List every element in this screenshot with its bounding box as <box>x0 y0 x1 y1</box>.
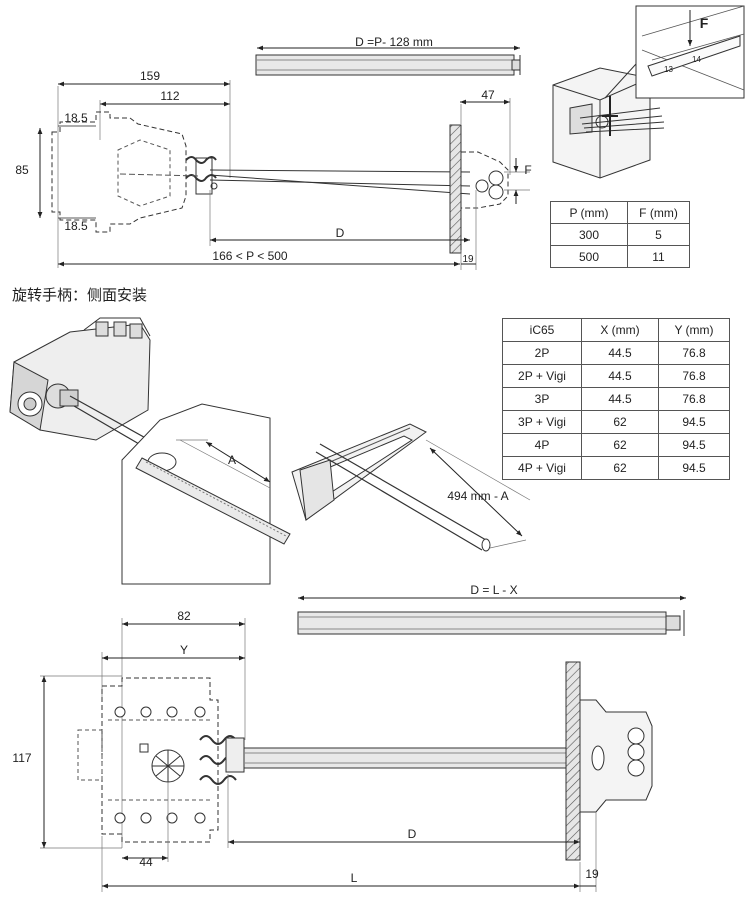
ic65-cell: 44.5 <box>581 387 659 411</box>
pf-cell: 5 <box>627 223 690 246</box>
ic65-cell: 76.8 <box>658 364 730 388</box>
ic65-cell: 4P <box>502 433 582 457</box>
handle-detail-sketch: F 13 14 <box>552 5 745 179</box>
dim-A: A <box>228 453 236 467</box>
bottom-rod-drawing: D = L - X <box>297 583 686 636</box>
dim-19-top: 19 <box>462 254 474 265</box>
pf-cell: 11 <box>627 245 690 268</box>
ic65-cell: 44.5 <box>581 364 659 388</box>
table-row: 3P + Vigi 62 94.5 <box>502 410 730 434</box>
ic65-header: iC65 <box>502 318 582 342</box>
terminal-screws <box>114 706 206 824</box>
bottom-rod-label: D = L - X <box>470 583 517 597</box>
ic65-cell: 94.5 <box>658 410 730 434</box>
ic65-cell: 62 <box>581 410 659 434</box>
dim-112: 112 <box>160 89 179 103</box>
table-row: 4P + Vigi 62 94.5 <box>502 456 730 480</box>
dim-44: 44 <box>139 855 153 869</box>
dim-18-5-top: 18.5 <box>64 111 88 125</box>
pf-cell: 500 <box>550 245 628 268</box>
ic65-table: iC65 X (mm) Y (mm) 2P 44.5 76.8 2P + Vig… <box>502 318 730 480</box>
ic65-cell: 94.5 <box>658 456 730 480</box>
table-row: 3P 44.5 76.8 <box>502 387 730 411</box>
pf-cell: 300 <box>550 223 628 246</box>
ic65-cell: 76.8 <box>658 341 730 365</box>
table-header-row: iC65 X (mm) Y (mm) <box>502 318 730 342</box>
detail-F: F <box>700 15 709 31</box>
section-caption: 旋转手柄：侧面安装 <box>12 286 148 304</box>
dim-47: 47 <box>481 88 495 102</box>
ic65-cell: 62 <box>581 433 659 457</box>
side-mount-3d-view: A 494 mm - A <box>9 317 531 585</box>
ic65-cell: 2P + Vigi <box>502 364 582 388</box>
table-row: 2P + Vigi 44.5 76.8 <box>502 364 730 388</box>
ic65-cell: 3P + Vigi <box>502 410 582 434</box>
ic65-cell: 76.8 <box>658 387 730 411</box>
table-row: 500 11 <box>550 245 690 268</box>
table-row: 2P 44.5 76.8 <box>502 341 730 365</box>
table-row: 4P 62 94.5 <box>502 433 730 457</box>
ic65-cell: 2P <box>502 341 582 365</box>
dim-19-bottom: 19 <box>585 867 599 881</box>
dim-18-5-bottom: 18.5 <box>64 219 88 233</box>
dim-D: D <box>336 226 345 240</box>
dim-494: 494 mm - A <box>447 489 508 503</box>
top-rod-drawing: D =P- 128 mm <box>255 35 521 76</box>
ic65-cell: 44.5 <box>581 341 659 365</box>
ic65-cell: 3P <box>502 387 582 411</box>
bottom-side-view: 82 Y 117 <box>12 609 653 892</box>
dim-117: 117 <box>12 751 31 765</box>
pf-table: P (mm) F (mm) 300 5 500 11 <box>550 201 690 268</box>
dim-F: F <box>524 163 531 177</box>
x-header: X (mm) <box>581 318 659 342</box>
ic65-cell: 62 <box>581 456 659 480</box>
dim-D-bottom: D <box>408 827 417 841</box>
y-header: Y (mm) <box>658 318 730 342</box>
top-side-view: 159 112 18.5 85 18.5 47 <box>15 69 532 270</box>
dim-159: 159 <box>140 69 160 83</box>
detail-scale-1: 14 <box>692 55 701 64</box>
dim-85: 85 <box>15 163 29 177</box>
dim-Y: Y <box>180 643 188 657</box>
dim-82: 82 <box>177 609 191 623</box>
pf-header-f: F (mm) <box>627 201 690 224</box>
top-rod-label: D =P- 128 mm <box>355 35 433 49</box>
detail-scale-0: 13 <box>664 65 673 74</box>
ic65-cell: 4P + Vigi <box>502 456 582 480</box>
dim-L: L <box>351 871 358 885</box>
pf-header-p: P (mm) <box>550 201 628 224</box>
table-row: 300 5 <box>550 223 690 246</box>
dim-P-range: 166 < P < 500 <box>212 249 288 263</box>
ic65-cell: 94.5 <box>658 433 730 457</box>
